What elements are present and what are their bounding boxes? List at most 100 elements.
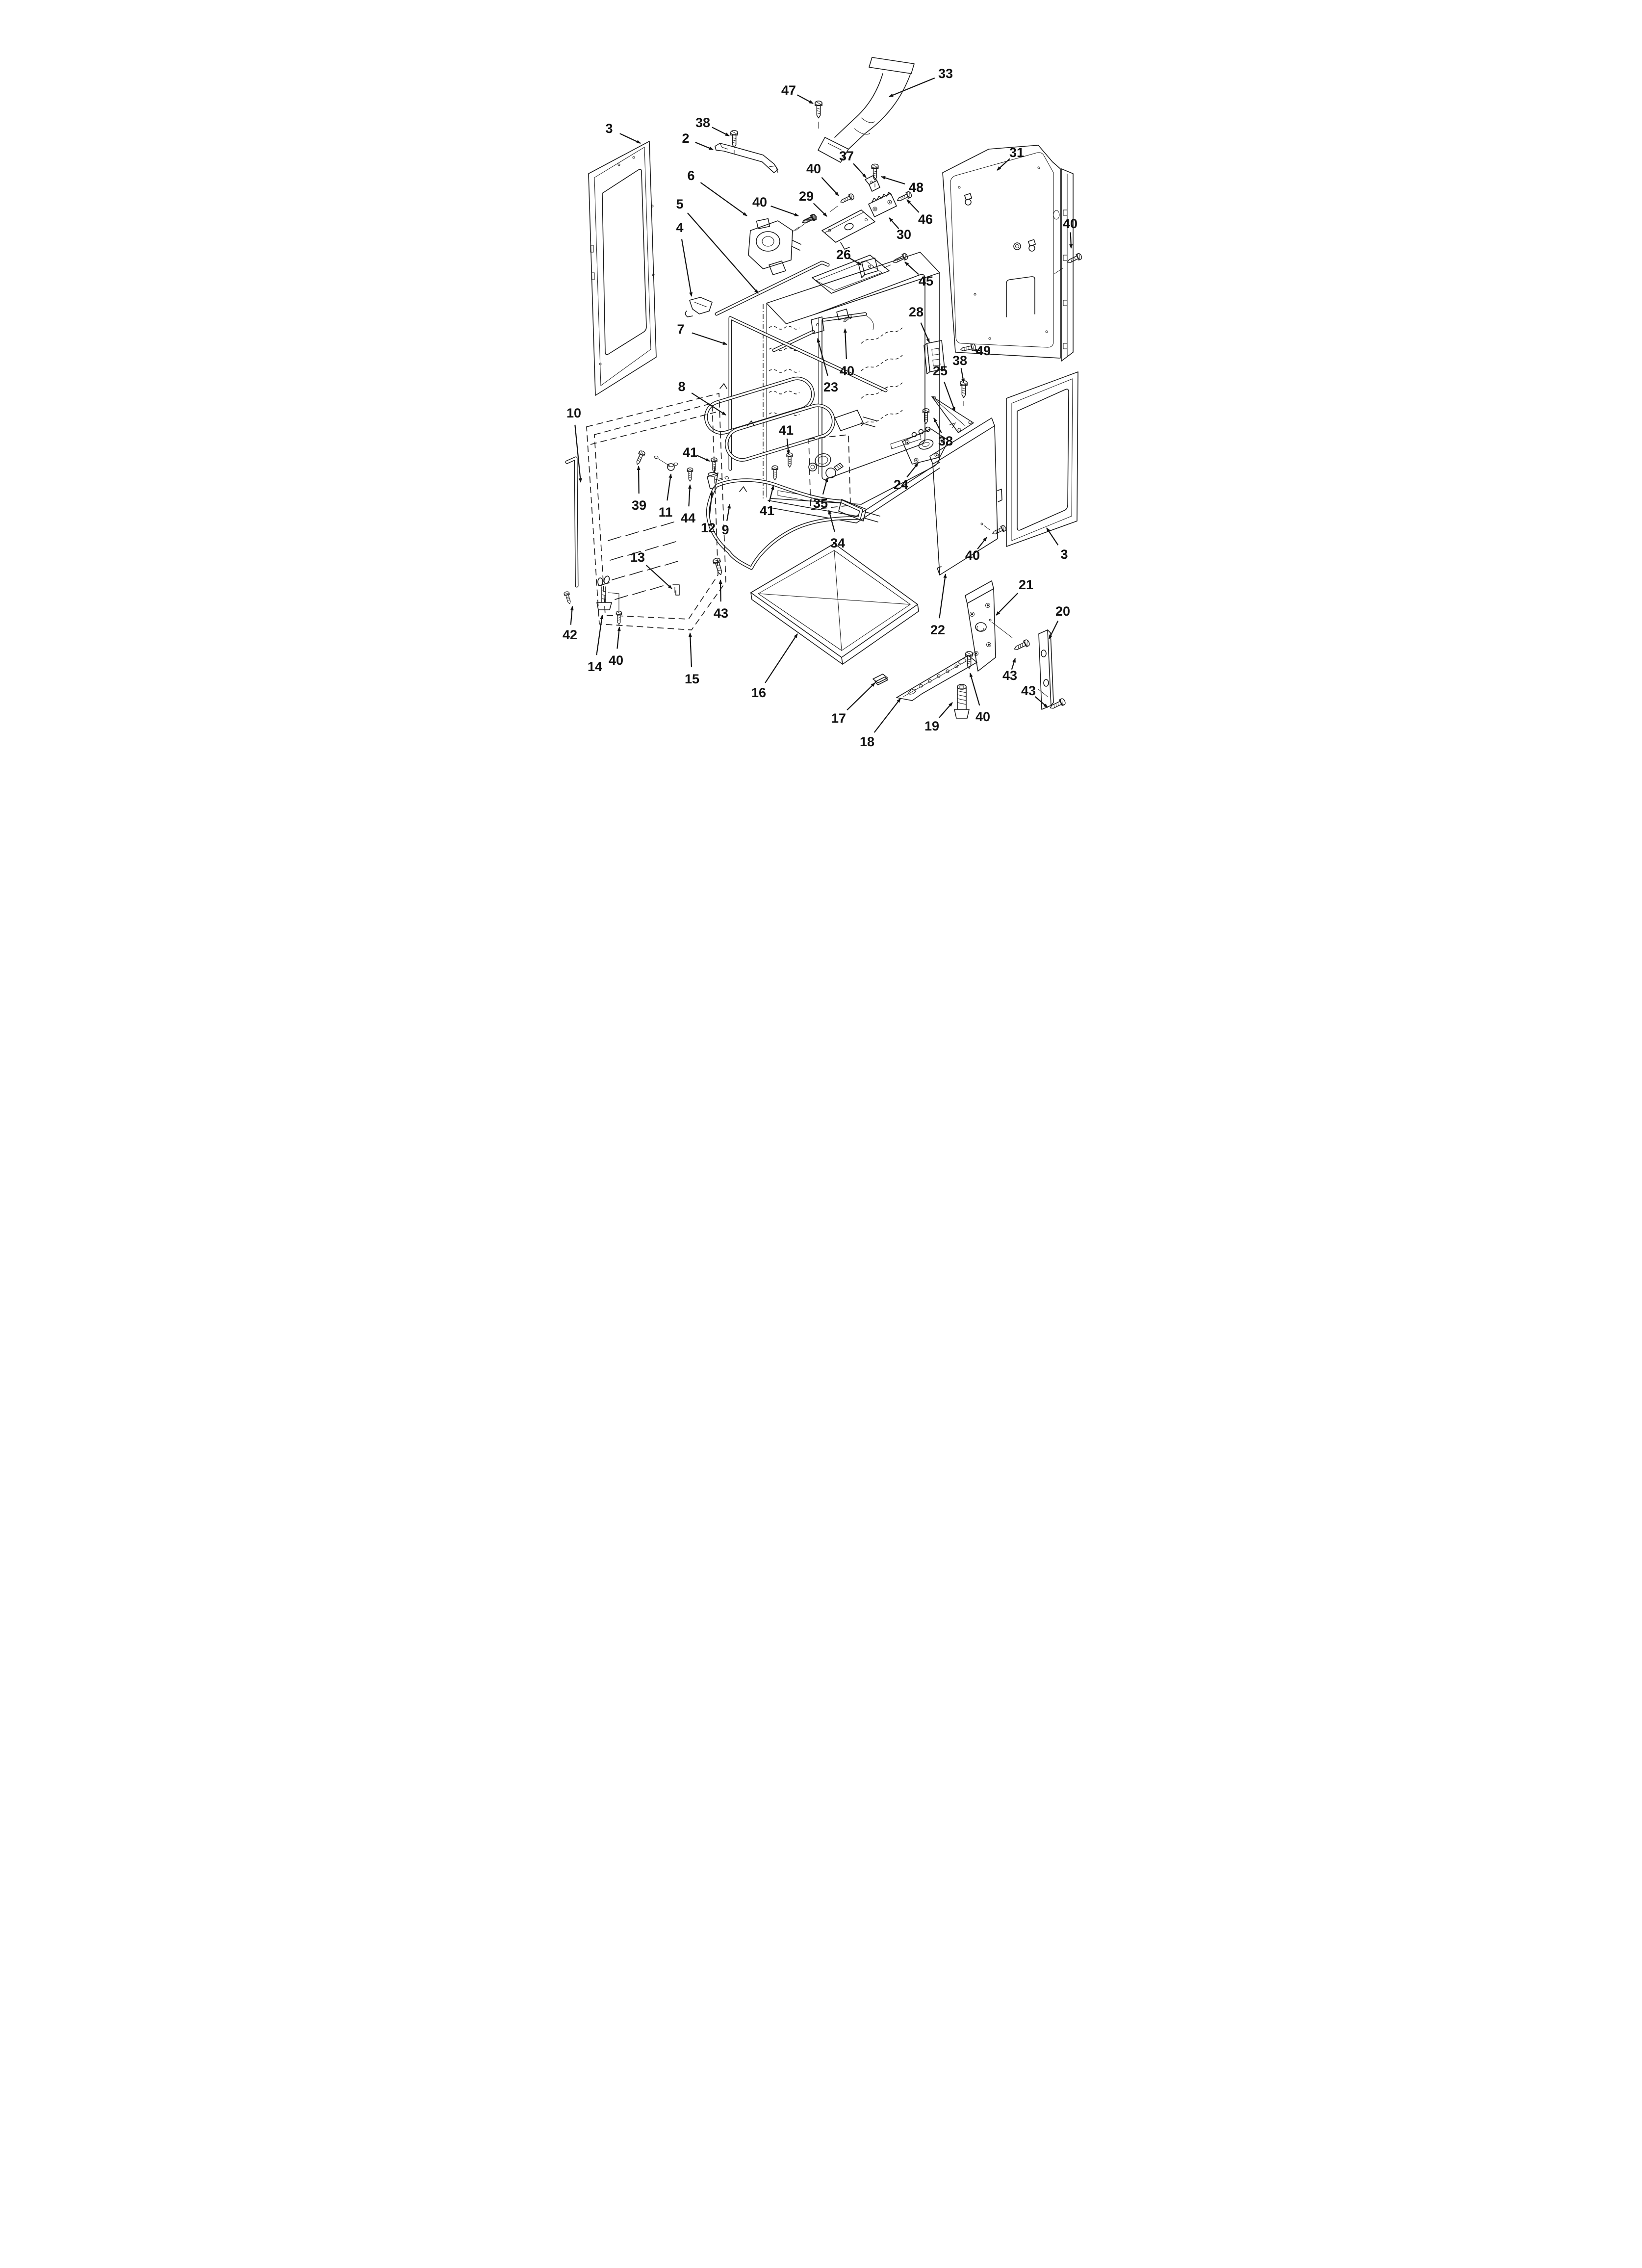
callout-18-51: 18 (860, 698, 901, 749)
screw-41-top-icon (786, 452, 793, 468)
callout-3-40: 3 (1046, 527, 1068, 562)
front-trim-wire (728, 316, 888, 471)
callout-leader-arrow (596, 615, 604, 655)
callout-number-label: 4 (676, 220, 683, 235)
callout-40-41: 40 (965, 537, 987, 563)
callout-number-label: 3 (605, 121, 613, 136)
callout-leader-arrow (904, 261, 919, 275)
callout-leader-arrow (933, 417, 942, 434)
callout-40-26: 40 (840, 328, 854, 378)
callout-number-label: 2 (682, 131, 689, 146)
callout-17-50: 17 (831, 682, 875, 726)
callout-number-label: 23 (823, 380, 838, 394)
callout-number-label: 13 (630, 550, 645, 565)
base-pan (750, 543, 919, 665)
callout-39-33: 39 (632, 466, 646, 513)
callout-40-53: 40 (969, 673, 990, 724)
screw-47-icon (815, 101, 822, 129)
vent-duct (818, 57, 915, 163)
callout-leader-arrow (813, 203, 827, 217)
callout-number-label: 25 (933, 364, 948, 378)
callout-49-17: 49 (973, 343, 991, 358)
callout-26-14: 26 (836, 247, 862, 265)
screw-40-upper-icon (829, 192, 855, 212)
callout-leader-arrow (920, 322, 930, 343)
callout-leader-arrow (973, 348, 980, 352)
callout-number-label: 42 (563, 627, 577, 642)
callout-number-label: 37 (839, 149, 854, 163)
callout-3-0: 3 (605, 121, 641, 144)
callout-leader-arrow (718, 579, 722, 602)
callout-19-52: 19 (924, 702, 953, 733)
callout-leader-arrow (873, 698, 901, 733)
callout-leader-arrow (821, 177, 839, 196)
latch-plate (821, 209, 875, 250)
callout-leader-arrow (786, 439, 790, 455)
callout-40-27: 40 (752, 195, 799, 217)
callout-2-1: 2 (682, 131, 714, 151)
callout-29-9: 29 (799, 189, 827, 217)
callout-43-55: 43 (1021, 683, 1048, 708)
callout-number-label: 45 (919, 274, 933, 288)
callout-number-label: 20 (1055, 604, 1070, 619)
callout-number-label: 12 (701, 521, 716, 535)
callout-leader-arrow (1046, 527, 1059, 546)
callout-number-label: 40 (752, 195, 767, 209)
callout-leader-arrow (687, 212, 759, 294)
callout-4-23: 4 (676, 220, 693, 297)
screw-40-door-icon (991, 524, 1007, 537)
callout-leader-arrow (681, 239, 693, 297)
callout-leader-arrow (906, 199, 920, 213)
screw-39-icon (634, 449, 646, 466)
callout-43-54: 43 (1002, 658, 1017, 683)
callout-43-44: 43 (714, 579, 728, 621)
callout-number-label: 43 (714, 606, 728, 621)
callout-leader-arrow (822, 477, 828, 495)
callout-35-38: 35 (813, 477, 828, 511)
callout-leader-arrow (770, 205, 799, 217)
callout-8-28: 8 (678, 379, 726, 416)
left-side-panel (588, 141, 657, 396)
callout-leader-arrow (853, 163, 867, 178)
callout-leader-arrow (938, 702, 953, 718)
callout-21-56: 21 (996, 577, 1033, 616)
callout-number-label: 49 (976, 343, 991, 358)
callout-number-label: 39 (632, 498, 646, 513)
callout-number-label: 38 (952, 353, 967, 368)
callout-number-label: 34 (830, 536, 845, 550)
callout-22-42: 22 (930, 574, 947, 637)
callout-16-49: 16 (751, 633, 798, 700)
callout-leader-arrow (570, 606, 574, 625)
callout-leader-arrow (960, 368, 965, 383)
callout-number-label: 41 (760, 503, 774, 518)
callout-14-46: 14 (588, 615, 604, 674)
callout-38-20: 38 (933, 417, 953, 448)
callout-37-10: 37 (839, 149, 867, 178)
callout-number-label: 19 (924, 719, 939, 733)
callout-41-30: 41 (683, 445, 710, 462)
vent-louvers (608, 521, 678, 600)
callout-38-2: 38 (695, 115, 730, 136)
callout-9-37: 9 (721, 504, 731, 537)
callout-leader-arrow (796, 94, 814, 104)
callout-11-34: 11 (659, 473, 672, 520)
keyhole-slot-icon (1027, 239, 1036, 252)
callout-40-8: 40 (806, 161, 839, 196)
screw-40-front-icon (616, 611, 622, 625)
callout-number-label: 38 (938, 434, 953, 448)
screw-40-right-icon (1054, 252, 1083, 274)
callout-leader-arrow (700, 182, 747, 216)
latch-strike-plate (1038, 629, 1054, 710)
base-clip (872, 674, 888, 685)
oven-sensor-probe (772, 309, 874, 352)
screw-42-icon (563, 591, 573, 605)
callout-leader-arrow (765, 633, 798, 683)
callout-leader-arrow (619, 133, 641, 144)
rear-access-panel (586, 392, 729, 630)
oven-cavity (763, 252, 940, 523)
callout-leader-arrow (977, 537, 987, 549)
callout-leader-arrow (1034, 696, 1048, 708)
callout-number-label: 46 (918, 212, 933, 227)
leveling-foot-front (596, 575, 619, 612)
callout-number-label: 41 (683, 445, 697, 460)
